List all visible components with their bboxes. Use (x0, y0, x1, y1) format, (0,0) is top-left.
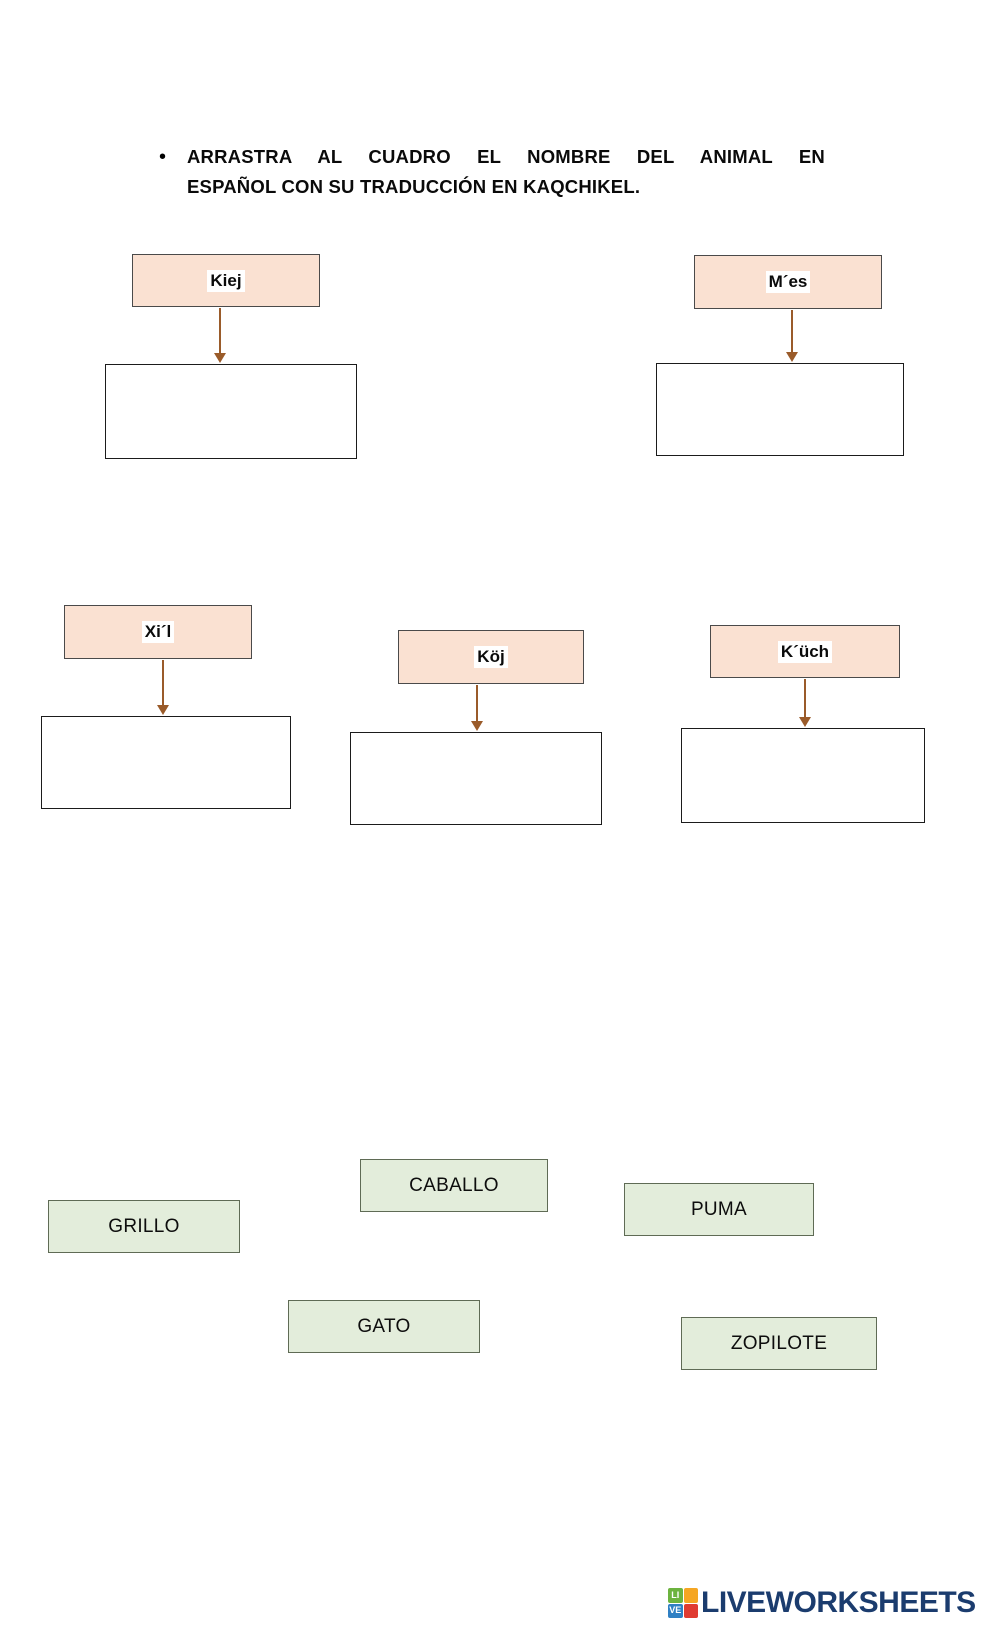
arrow-shaft (162, 660, 164, 706)
arrow-head (214, 353, 226, 363)
instruction-row: • ARRASTRA AL CUADRO EL NOMBRE DEL ANIMA… (155, 142, 825, 202)
answer-chip-label: CABALLO (409, 1174, 499, 1196)
logo-tile-red (683, 1603, 698, 1618)
answer-chip-label: PUMA (690, 1198, 748, 1220)
arrow-kiej (209, 308, 231, 363)
liveworksheets-logo: LI VE LIVEWORKSHEETS (668, 1588, 976, 1618)
term-label-mes: M´es (765, 271, 811, 293)
arrow-shaft (219, 308, 221, 354)
arrow-head (157, 705, 169, 715)
arrow-head (786, 352, 798, 362)
instruction-line-1: ARRASTRA AL CUADRO EL NOMBRE DEL ANIMAL … (187, 146, 825, 167)
answer-chip-label: GATO (357, 1315, 411, 1337)
answer-chip-grillo[interactable]: GRILLO (48, 1200, 240, 1253)
liveworksheets-logo-icon: LI VE (668, 1588, 698, 1618)
answer-chip-puma[interactable]: PUMA (624, 1183, 814, 1236)
answer-chip-gato[interactable]: GATO (288, 1300, 480, 1353)
logo-tile-orange (683, 1588, 698, 1603)
instruction-text: ARRASTRA AL CUADRO EL NOMBRE DEL ANIMAL … (187, 142, 825, 202)
drop-box-mes[interactable] (656, 363, 904, 456)
answer-chip-label: ZOPILOTE (730, 1332, 828, 1354)
arrow-shaft (476, 685, 478, 722)
term-card-xil: Xi´l (64, 605, 252, 659)
term-card-mes: M´es (694, 255, 882, 309)
liveworksheets-logo-text: LIVEWORKSHEETS (701, 1586, 976, 1619)
instruction-block: • ARRASTRA AL CUADRO EL NOMBRE DEL ANIMA… (155, 142, 825, 202)
logo-tile-li: LI (668, 1588, 683, 1603)
arrow-koj (466, 685, 488, 731)
drop-box-kiej[interactable] (105, 364, 357, 459)
bullet-icon: • (159, 146, 167, 168)
logo-tile-ve: VE (668, 1603, 683, 1618)
drop-box-koj[interactable] (350, 732, 602, 825)
answer-chip-label: GRILLO (108, 1215, 180, 1237)
arrow-head (471, 721, 483, 731)
term-label-xil: Xi´l (141, 621, 175, 643)
term-label-koj: Köj (474, 646, 508, 668)
answer-chip-zopilote[interactable]: ZOPILOTE (681, 1317, 877, 1370)
arrow-mes (781, 310, 803, 362)
arrow-head (799, 717, 811, 727)
arrow-xil (152, 660, 174, 715)
answer-chip-caballo[interactable]: CABALLO (360, 1159, 548, 1212)
drop-box-xil[interactable] (41, 716, 291, 809)
arrow-shaft (804, 679, 806, 718)
drop-box-kuch[interactable] (681, 728, 925, 823)
term-card-kiej: Kiej (132, 254, 320, 307)
term-card-koj: Köj (398, 630, 584, 684)
arrow-kuch (794, 679, 816, 727)
instruction-line-2: ESPAÑOL CON SU TRADUCCIÓN EN KAQCHIKEL. (187, 176, 641, 197)
arrow-shaft (791, 310, 793, 353)
term-label-kuch: K´üch (777, 640, 833, 663)
term-label-kiej: Kiej (207, 269, 245, 292)
term-card-kuch: K´üch (710, 625, 900, 678)
